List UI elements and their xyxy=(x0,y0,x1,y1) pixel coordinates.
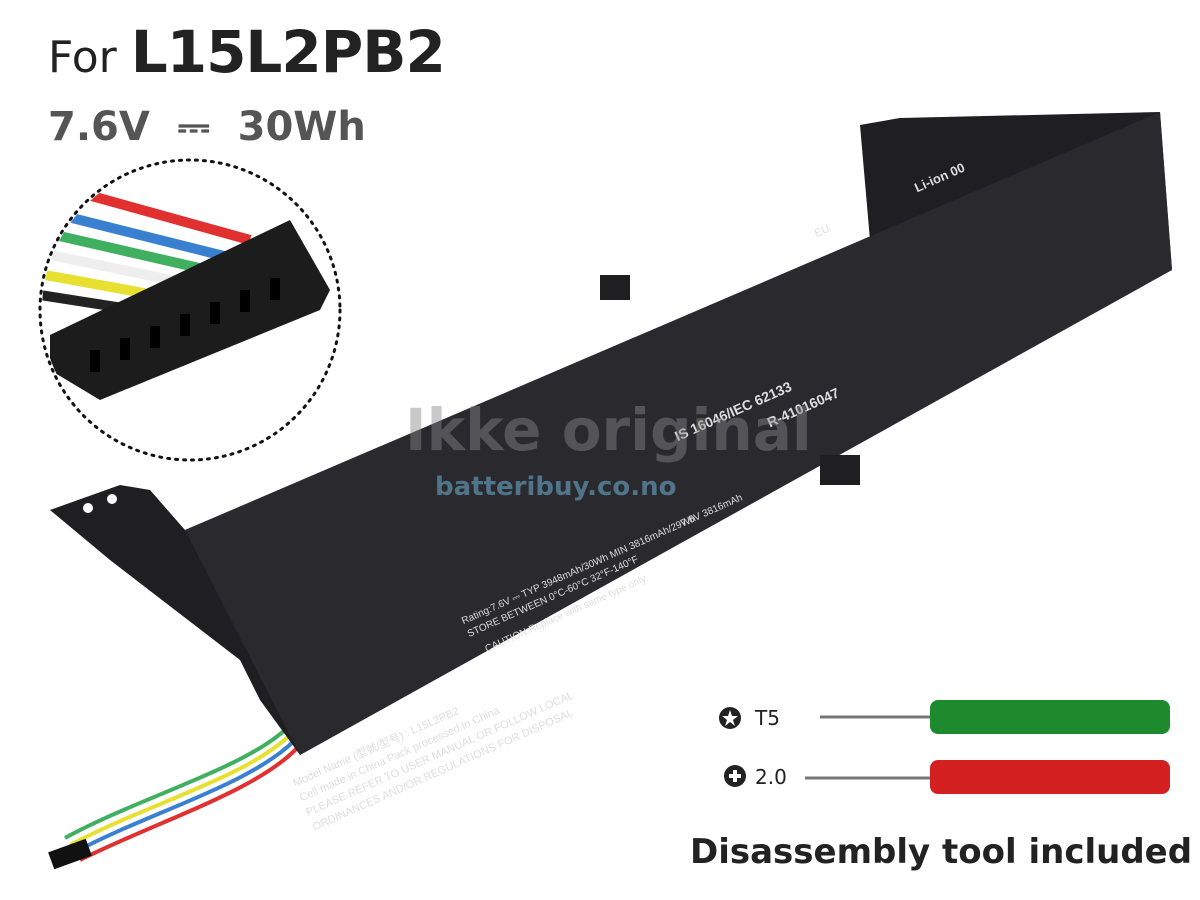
page-title: For L15L2PB2 xyxy=(48,18,446,86)
label-eu: EU xyxy=(813,223,832,240)
tool-label-phillips: 2.0 xyxy=(755,765,787,789)
tool-label-t5: T5 xyxy=(755,706,780,730)
connector-inset xyxy=(38,158,342,462)
battery-spec: 7.6V ⎓ 30Wh xyxy=(48,104,380,150)
watermark-main: Ikke original xyxy=(405,396,812,464)
energy: 30Wh xyxy=(237,104,366,150)
torx-icon xyxy=(719,707,741,729)
dc-symbol: ⎓ xyxy=(177,104,210,150)
tools-caption: Disassembly tool included xyxy=(690,832,1193,872)
title-prefix: For xyxy=(48,32,117,83)
watermark-site: batteribuy.co.no xyxy=(435,472,676,502)
t5-handle xyxy=(930,700,1170,734)
phillips-handle xyxy=(930,760,1170,794)
phillips-icon xyxy=(724,765,746,787)
voltage: 7.6V xyxy=(48,104,150,150)
model-number: L15L2PB2 xyxy=(130,18,446,86)
